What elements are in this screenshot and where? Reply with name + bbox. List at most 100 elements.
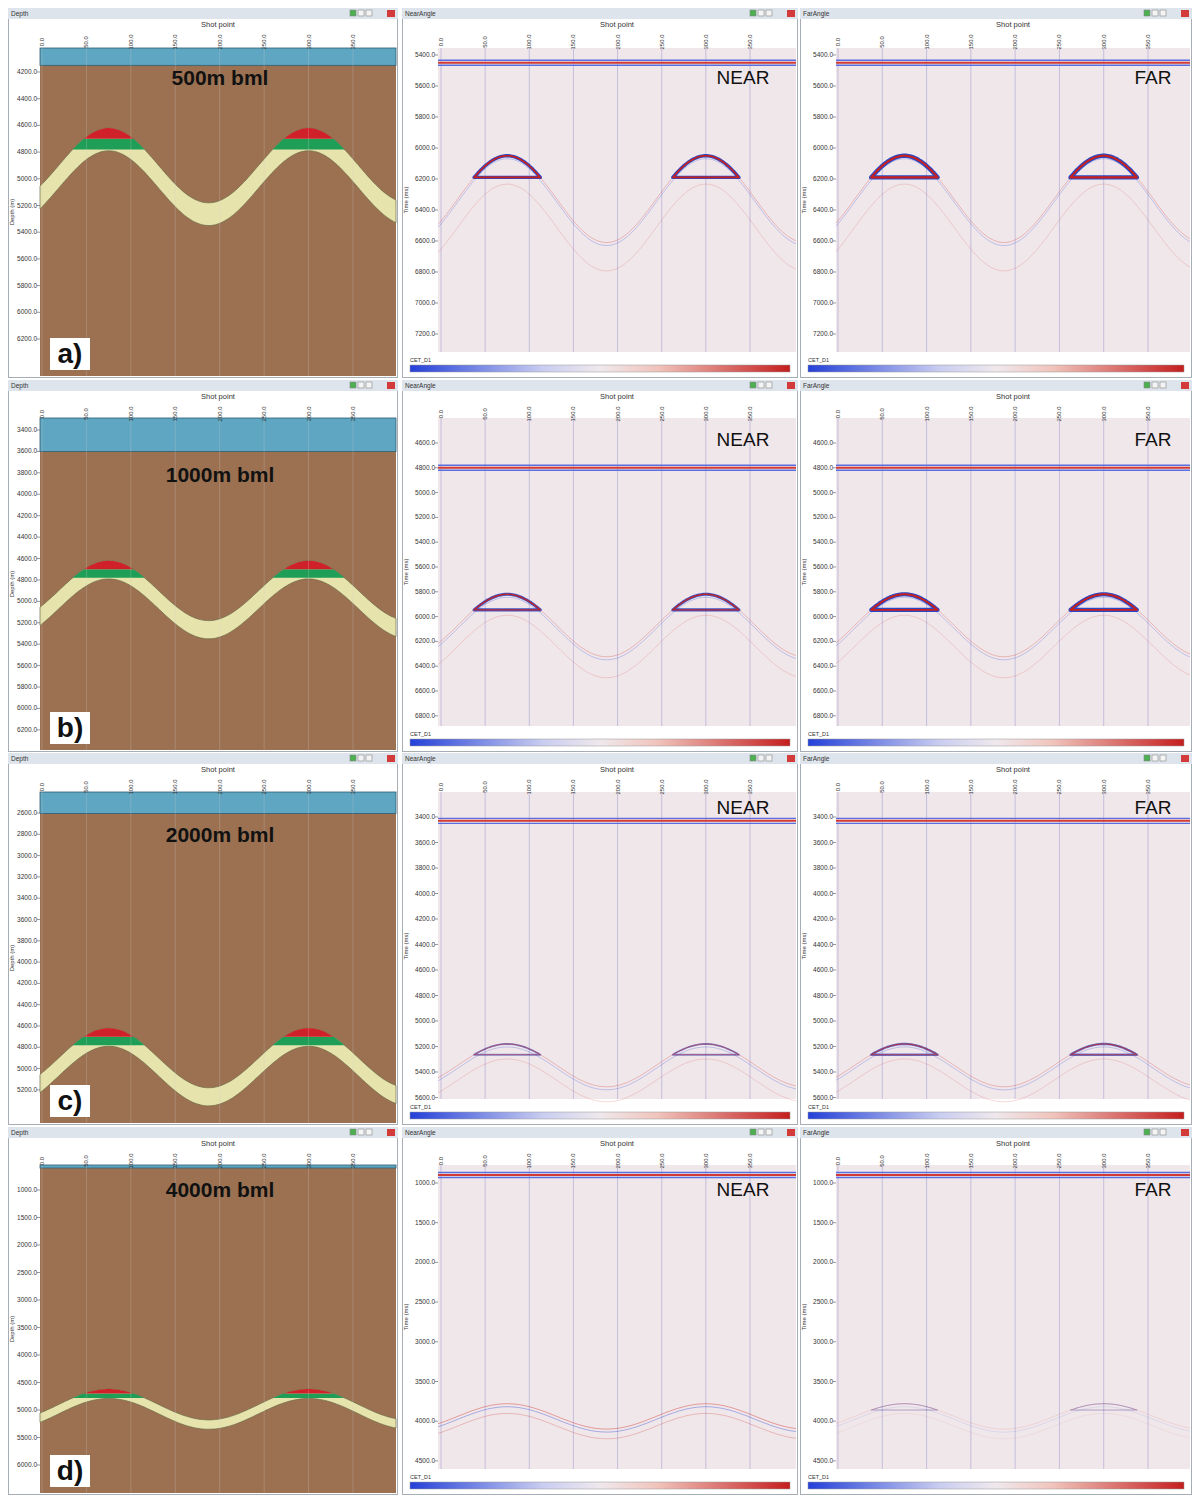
tick-label: 4600.0: [410, 439, 435, 447]
axis-title: Time (ms): [800, 160, 808, 240]
tick-label: 300.0: [305, 772, 313, 802]
panel-graphic: [800, 753, 1192, 1125]
tick-label: 200.0: [216, 772, 224, 802]
tick-label: 3500.0: [410, 1378, 435, 1386]
tick-label: 100.0: [923, 27, 931, 57]
tick-label: 150.0: [569, 1146, 577, 1176]
tick-label: 100.0: [525, 772, 533, 802]
tick-label: 150.0: [171, 772, 179, 802]
tick-label: 4800.0: [12, 1043, 37, 1051]
tick-label: 0.0: [38, 27, 46, 57]
tick-label: 250.0: [1055, 772, 1063, 802]
tick-label: 5000.0: [410, 1017, 435, 1025]
colorbar-name: CET_D1: [808, 1474, 829, 1481]
panel-title: NearAngle: [405, 1128, 436, 1137]
panel-title: NearAngle: [405, 754, 436, 763]
tick-label: 300.0: [305, 399, 313, 429]
tick-label: 5500.0: [12, 1434, 37, 1442]
tick-label: 3400.0: [808, 813, 833, 821]
plot-panel: DepthShot pointDepth (m)4000m bmld)0.050…: [8, 1127, 398, 1495]
axis-title: Time (ms): [402, 532, 410, 612]
tick-label: 3600.0: [12, 447, 37, 455]
axis-title: Shot point: [973, 1139, 1053, 1148]
tick-label: 4200.0: [12, 68, 37, 76]
tick-label: 200.0: [216, 27, 224, 57]
tick-label: 0.0: [437, 27, 445, 57]
tick-label: 5600.0: [808, 1094, 833, 1102]
tick-label: 4000.0: [410, 1417, 435, 1425]
tick-label: 5600.0: [12, 662, 37, 670]
tick-label: 150.0: [171, 399, 179, 429]
tick-label: 6800.0: [808, 268, 833, 276]
tick-label: 3800.0: [12, 937, 37, 945]
tick-label: 300.0: [305, 27, 313, 57]
tick-label: 150.0: [171, 27, 179, 57]
tick-label: 5800.0: [808, 113, 833, 121]
panel-letter: d): [50, 1455, 90, 1487]
tick-label: 2600.0: [12, 809, 37, 817]
tick-label: 5200.0: [12, 202, 37, 210]
tick-label: 6000.0: [808, 144, 833, 152]
axis-title: Shot point: [973, 392, 1053, 401]
tick-label: 100.0: [923, 399, 931, 429]
panel-graphic: [8, 380, 398, 752]
tick-label: 4600.0: [12, 555, 37, 563]
axis-title: Shot point: [577, 20, 657, 29]
panel-graphic: [8, 753, 398, 1125]
tick-label: 250.0: [1055, 399, 1063, 429]
tick-label: 3600.0: [808, 839, 833, 847]
tick-label: 7000.0: [808, 299, 833, 307]
tick-label: 6800.0: [410, 712, 435, 720]
plot-panel: FarAngleShot pointTime (ms)FARCET_D10.05…: [800, 8, 1192, 378]
angle-label: NEAR: [693, 67, 793, 89]
tick-label: 250.0: [658, 27, 666, 57]
colorbar-name: CET_D1: [808, 1104, 829, 1111]
model-label: 500m bml: [120, 65, 320, 91]
tick-label: 6000.0: [12, 704, 37, 712]
tick-label: 4500.0: [808, 1457, 833, 1465]
tick-label: 150.0: [569, 399, 577, 429]
tick-label: 300.0: [1100, 399, 1108, 429]
tick-label: 4800.0: [410, 992, 435, 1000]
tick-label: 5400.0: [12, 228, 37, 236]
model-label: 1000m bml: [120, 462, 320, 488]
axis-title: Depth (m): [8, 1289, 16, 1369]
tick-label: 300.0: [702, 772, 710, 802]
tick-label: 50.0: [878, 1146, 886, 1176]
axis-title: Depth (m): [8, 918, 16, 998]
tick-label: 6000.0: [410, 144, 435, 152]
tick-label: 350.0: [746, 1146, 754, 1176]
tick-label: 4400.0: [808, 941, 833, 949]
tick-label: 350.0: [746, 772, 754, 802]
axis-title: Shot point: [973, 765, 1053, 774]
panel-title: Depth: [11, 381, 28, 390]
colorbar-name: CET_D1: [410, 357, 431, 364]
tick-label: 5600.0: [808, 82, 833, 90]
tick-label: 200.0: [614, 772, 622, 802]
tick-label: 100.0: [525, 399, 533, 429]
tick-label: 250.0: [1055, 27, 1063, 57]
tick-label: 350.0: [1144, 27, 1152, 57]
tick-label: 4400.0: [12, 1001, 37, 1009]
tick-label: 1500.0: [12, 1214, 37, 1222]
tick-label: 5600.0: [410, 1094, 435, 1102]
panel-graphic: [8, 8, 398, 378]
tick-label: 5000.0: [12, 1406, 37, 1414]
tick-label: 5200.0: [12, 619, 37, 627]
tick-label: 100.0: [127, 399, 135, 429]
tick-label: 3000.0: [808, 1338, 833, 1346]
tick-label: 5000.0: [12, 175, 37, 183]
tick-label: 4500.0: [410, 1457, 435, 1465]
tick-label: 350.0: [746, 399, 754, 429]
tick-label: 6000.0: [12, 1461, 37, 1469]
tick-label: 3000.0: [12, 852, 37, 860]
tick-label: 5200.0: [808, 1043, 833, 1051]
tick-label: 50.0: [481, 27, 489, 57]
tick-label: 6600.0: [808, 237, 833, 245]
tick-label: 350.0: [349, 1146, 357, 1176]
angle-label: FAR: [1103, 797, 1192, 819]
tick-label: 50.0: [82, 772, 90, 802]
tick-label: 300.0: [702, 399, 710, 429]
tick-label: 4200.0: [12, 512, 37, 520]
tick-label: 3400.0: [12, 894, 37, 902]
